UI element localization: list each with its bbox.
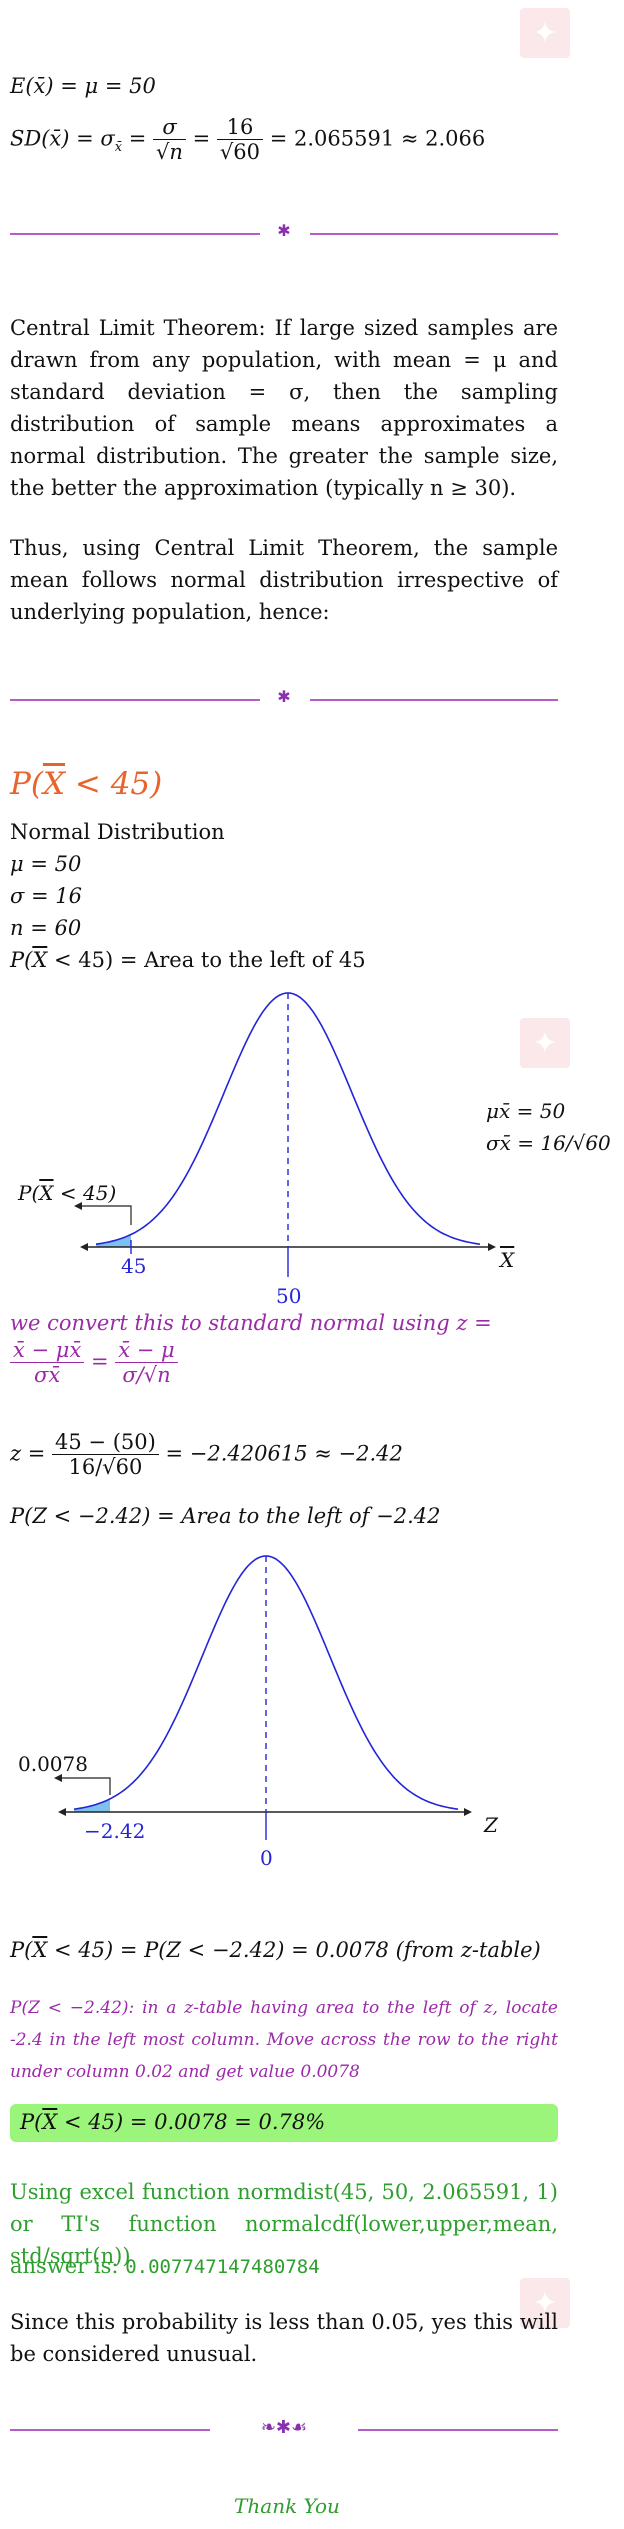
left-label-arrow bbox=[54, 1774, 62, 1782]
answer-text: P(X < 45) = 0.0078 = 0.78% bbox=[20, 2110, 326, 2134]
footer-divider: ❧✱☙ bbox=[10, 2417, 558, 2440]
z-table-note: P(Z < −2.42): in a z-table having area t… bbox=[10, 1998, 558, 2082]
left-label-bracket bbox=[80, 1205, 132, 1225]
fleuron-ornament-icon: ✱ bbox=[277, 221, 291, 240]
axis-arrow-left bbox=[80, 1243, 88, 1251]
axis-arrow-right bbox=[464, 1808, 472, 1816]
x-axis-label: X bbox=[498, 1248, 515, 1272]
excel-instructions: Using excel function normdist(45, 50, 2.… bbox=[10, 2180, 558, 2268]
tick-label-neg-2-42: −2.42 bbox=[84, 1819, 145, 1843]
sigma-xbar-label: σx̄ = 16/√60 bbox=[486, 1131, 611, 1155]
left-label-bracket bbox=[60, 1777, 111, 1795]
z-axis-label: Z bbox=[483, 1813, 499, 1837]
z-calculation: z = 45 − (50)16/√60 = −2.420615 ≈ −2.42 bbox=[10, 1430, 403, 1480]
axis-arrow-left bbox=[58, 1808, 66, 1816]
problem-heading: P(X < 45) bbox=[10, 766, 163, 802]
sd-result: = 2.065591 ≈ 2.066 bbox=[269, 126, 486, 151]
axis-arrow-right bbox=[488, 1243, 496, 1251]
section-divider: ✱ bbox=[10, 221, 558, 244]
tick-label-50: 50 bbox=[276, 1284, 301, 1308]
standardize-statement: we convert this to standard normal using… bbox=[10, 1311, 492, 1388]
tick-label-45: 45 bbox=[121, 1254, 146, 1278]
conclusion-paragraph: Since this probability is less than 0.05… bbox=[10, 2310, 558, 2366]
fleuron-ornament-icon: ✱ bbox=[277, 687, 291, 706]
clt-paragraph: Central Limit Theorem: If large sized sa… bbox=[10, 316, 558, 500]
mu-value: μ = 50 bbox=[10, 852, 82, 876]
star-watermark-icon: ✦ bbox=[520, 8, 570, 58]
normal-curve-x: P(X < 45) 45 50 X μx̄ = 50 σx̄ = 16/√60 bbox=[17, 992, 611, 1308]
sigma-value: σ = 16 bbox=[10, 884, 83, 908]
area-statement: P(X < 45) = Area to the left of 45 bbox=[10, 948, 366, 972]
star-watermark-icon: ✦ bbox=[520, 2278, 570, 2328]
clt-thus-paragraph: Thus, using Central Limit Theorem, the s… bbox=[10, 536, 558, 624]
left-tail-probability: 0.0078 bbox=[18, 1752, 88, 1776]
excel-answer: answer is: 0.007747147480784 bbox=[10, 2254, 320, 2278]
star-watermark-icon: ✦ bbox=[520, 1018, 570, 1068]
thank-you-text: Thank You bbox=[234, 2494, 340, 2518]
sixteen-over-sqrt-60: 16 √60 bbox=[216, 115, 264, 165]
n-value: n = 60 bbox=[10, 916, 82, 940]
shaded-left-tail bbox=[74, 1798, 110, 1812]
normal-curve-z: 0.0078 −2.42 0 Z bbox=[18, 1555, 499, 1870]
distribution-name: Normal Distribution bbox=[10, 820, 225, 844]
standard-deviation-line: SD(x̄) = σx̄ = σ √n = 16 √60 = 2.065591 … bbox=[10, 115, 486, 165]
z-area-statement: P(Z < −2.42) = Area to the left of −2.42 bbox=[10, 1504, 441, 1528]
tick-label-zero: 0 bbox=[260, 1846, 273, 1870]
standardize-fraction-1: x̄ − μx̄σx̄ bbox=[10, 1338, 85, 1388]
sd-subscript: x̄ bbox=[114, 139, 123, 155]
shaded-left-tail bbox=[96, 1234, 131, 1247]
left-label-arrow bbox=[74, 1202, 82, 1210]
fleuron-ornament-icon: ❧✱☙ bbox=[260, 2417, 308, 2438]
answer-box: P(X < 45) = 0.0078 = 0.78% bbox=[10, 2104, 558, 2142]
expected-value-line: E(x̄) = μ = 50 bbox=[10, 74, 156, 98]
sigma-over-sqrt-n: σ √n bbox=[153, 115, 186, 165]
mu-xbar-label: μx̄ = 50 bbox=[486, 1099, 565, 1123]
section-divider: ✱ bbox=[10, 687, 558, 710]
sd-lhs: SD(x̄) = σ bbox=[10, 126, 115, 151]
left-tail-label: P(X < 45) bbox=[17, 1181, 116, 1205]
result-line: P(X < 45) = P(Z < −2.42) = 0.0078 (from … bbox=[10, 1938, 541, 1962]
